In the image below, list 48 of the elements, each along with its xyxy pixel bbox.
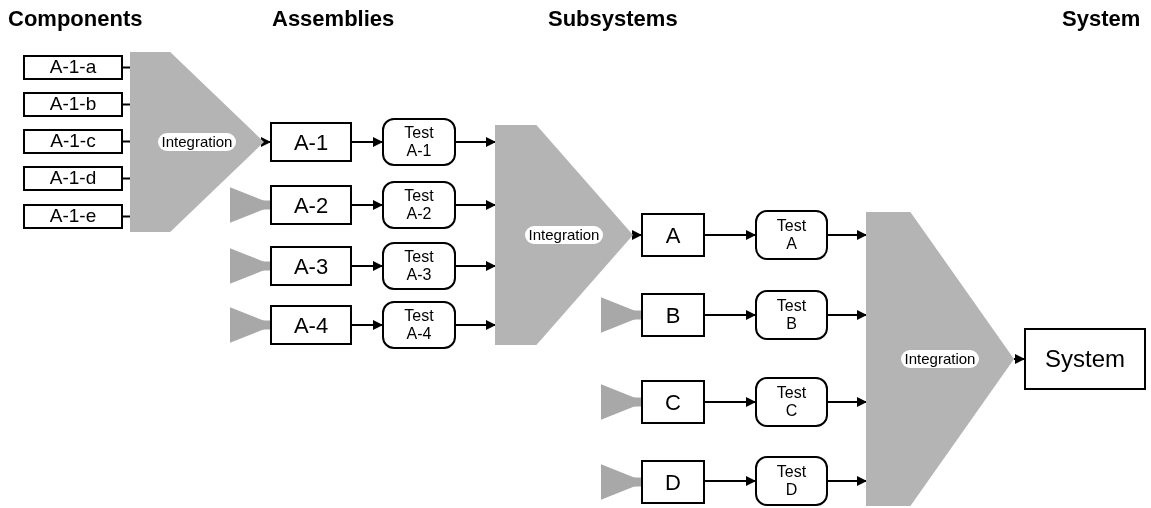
test-box: Test B <box>755 290 828 340</box>
arrow <box>455 200 496 210</box>
arrow <box>704 476 756 486</box>
test-box: Test A-3 <box>382 242 456 290</box>
arrow <box>827 310 867 320</box>
arrow <box>704 310 756 320</box>
arrow <box>827 230 867 240</box>
arrow <box>351 261 383 271</box>
arrow <box>351 200 383 210</box>
column-heading: System <box>1062 8 1141 30</box>
test-box: Test A-4 <box>382 301 456 349</box>
arrow <box>455 137 496 147</box>
arrow <box>704 230 756 240</box>
integration-funnel <box>495 125 633 345</box>
column-heading: Components <box>8 8 143 30</box>
arrow <box>704 397 756 407</box>
process-box: A-1 <box>270 122 352 162</box>
process-box: A-3 <box>270 246 352 286</box>
arrow <box>827 397 867 407</box>
process-box: A-4 <box>270 305 352 345</box>
arrow <box>261 137 271 147</box>
arrow <box>632 230 642 240</box>
column-heading: Subsystems <box>548 8 678 30</box>
arrow <box>827 476 867 486</box>
column-heading: Assemblies <box>272 8 395 30</box>
component-box: A-1-a <box>23 55 123 80</box>
arrow <box>455 261 496 271</box>
process-box: D <box>641 460 705 504</box>
system-box: System <box>1024 328 1146 390</box>
process-box: B <box>641 293 705 337</box>
arrow <box>1013 354 1025 364</box>
test-box: Test A <box>755 210 828 260</box>
arrow <box>351 320 383 330</box>
component-box: A-1-c <box>23 129 123 154</box>
test-box: Test A-1 <box>382 118 456 166</box>
component-box: A-1-e <box>23 204 123 229</box>
process-box: A <box>641 213 705 257</box>
test-box: Test C <box>755 377 828 427</box>
process-box: C <box>641 380 705 424</box>
integration-funnel <box>130 52 264 232</box>
test-box: Test D <box>755 456 828 506</box>
component-box: A-1-b <box>23 92 123 117</box>
arrow <box>351 137 383 147</box>
test-box: Test A-2 <box>382 181 456 229</box>
process-box: A-2 <box>270 185 352 225</box>
arrow <box>455 320 496 330</box>
component-box: A-1-d <box>23 166 123 191</box>
integration-funnel <box>866 212 1014 506</box>
